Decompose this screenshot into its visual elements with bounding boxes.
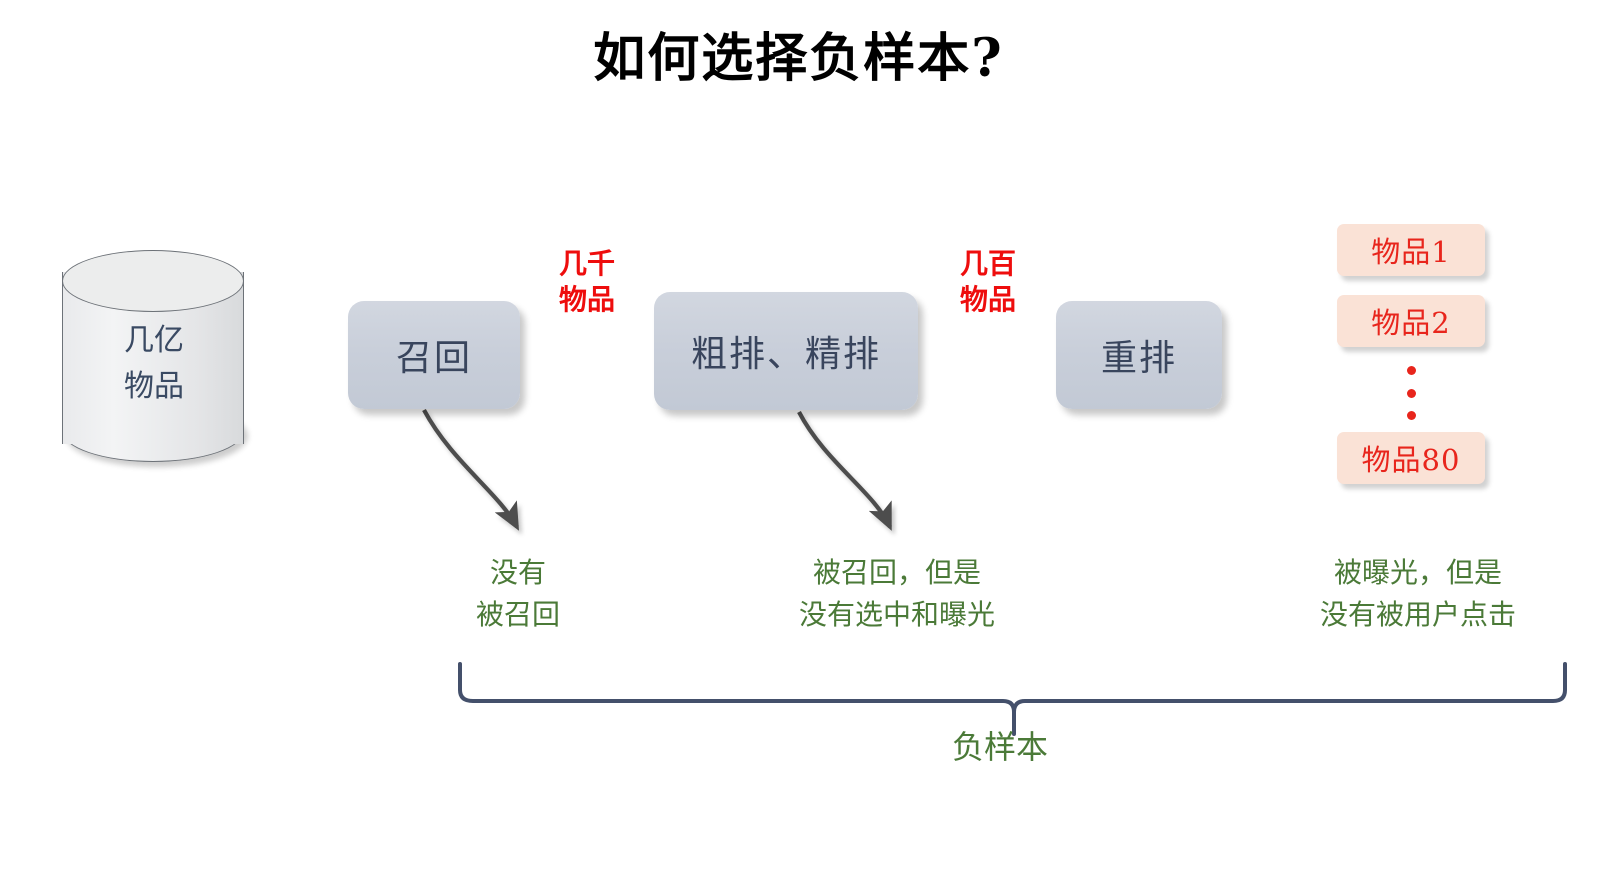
ellipsis-dot bbox=[1406, 411, 1416, 420]
page-title: 如何选择负样本? bbox=[593, 28, 1004, 89]
item-pool-cylinder: 几亿 物品 bbox=[62, 250, 246, 466]
output-item-1[interactable]: 物品1 bbox=[1337, 224, 1485, 276]
stage-box-ranking[interactable]: 粗排、精排 bbox=[654, 292, 918, 410]
flow-label-hundreds: 几百 物品 bbox=[959, 247, 1016, 316]
brace-label-negative-samples: 负样本 bbox=[951, 728, 1048, 766]
annotation-not-clicked: 被曝光，但是 没有被用户点击 bbox=[1319, 556, 1516, 631]
cylinder-top-ellipse bbox=[62, 250, 244, 312]
curve-recall-to-not-recalled bbox=[422, 409, 520, 531]
curve-ranking-to-not-exposed bbox=[797, 411, 892, 531]
stage-box-rerank[interactable]: 重排 bbox=[1056, 301, 1222, 409]
ellipsis-dot bbox=[1406, 388, 1416, 398]
vertical-ellipsis-icon bbox=[1337, 362, 1485, 424]
output-item-80[interactable]: 物品80 bbox=[1337, 432, 1485, 484]
flow-label-thousands: 几千 物品 bbox=[558, 247, 615, 316]
ellipsis-dot bbox=[1406, 366, 1416, 375]
negative-sample-brace bbox=[458, 662, 1567, 736]
output-item-2[interactable]: 物品2 bbox=[1337, 295, 1485, 347]
annotation-not-recalled: 没有 被召回 bbox=[475, 556, 560, 631]
annotation-not-exposed: 被召回，但是 没有选中和曝光 bbox=[798, 556, 995, 631]
stage-box-recall[interactable]: 召回 bbox=[348, 301, 520, 409]
item-pool-label: 几亿 物品 bbox=[124, 323, 184, 404]
